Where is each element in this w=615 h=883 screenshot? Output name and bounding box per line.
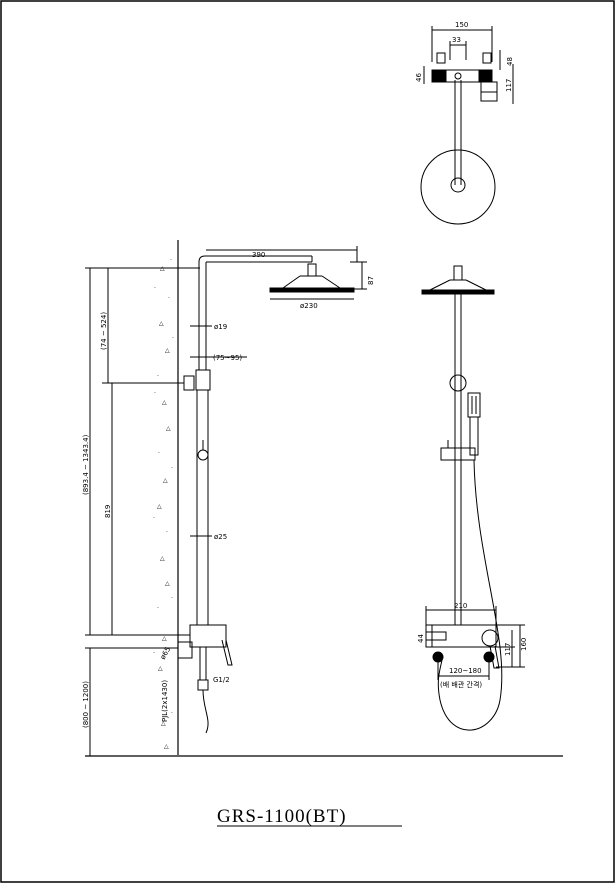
front-view-dim-mixer-44: 44 bbox=[417, 634, 425, 643]
svg-text:·: · bbox=[166, 529, 168, 536]
svg-text:·: · bbox=[157, 373, 159, 380]
svg-text:·: · bbox=[154, 285, 156, 292]
svg-text:△: △ bbox=[164, 743, 169, 750]
svg-text:△: △ bbox=[162, 635, 167, 642]
svg-text:△: △ bbox=[159, 320, 164, 327]
svg-text:△: △ bbox=[165, 347, 170, 354]
svg-text:·: · bbox=[168, 295, 170, 302]
front-view-dim-mixer-160: 160 bbox=[520, 638, 528, 651]
side-view-shower-head bbox=[269, 287, 355, 293]
front-view-dim-spacing: 120~180 bbox=[449, 667, 482, 675]
svg-text:·: · bbox=[153, 515, 155, 522]
wall: △·△ △·△ △·△ △·△ △·△ △·△ △ ··· ··· ··· bbox=[153, 240, 179, 755]
svg-text:·: · bbox=[166, 695, 168, 702]
side-view-dim-bracket: (75~95) bbox=[213, 354, 242, 362]
side-view-dim-upper-range: (74 ~ 524) bbox=[100, 312, 108, 350]
side-view-dim-total-range: (893.4 ~ 1343.4) bbox=[82, 434, 90, 495]
svg-text:·: · bbox=[158, 450, 160, 457]
svg-text:·: · bbox=[171, 710, 173, 717]
svg-text:△: △ bbox=[166, 425, 171, 432]
svg-text:·: · bbox=[172, 335, 174, 342]
svg-text:·: · bbox=[170, 257, 172, 264]
svg-text:·: · bbox=[171, 595, 173, 602]
svg-text:△: △ bbox=[157, 503, 162, 510]
svg-text:·: · bbox=[157, 605, 159, 612]
top-view-dim-inner: 33 bbox=[452, 36, 461, 44]
side-view-dim-main: 819 bbox=[104, 505, 112, 518]
side-view-dim-hose: PJL(2x1430) bbox=[161, 680, 169, 722]
svg-text:△: △ bbox=[163, 477, 168, 484]
top-view-dim-height: 117 bbox=[505, 79, 513, 92]
side-view-dim-pipe-upper: ø19 bbox=[214, 323, 227, 331]
svg-text:·: · bbox=[154, 390, 156, 397]
front-view bbox=[421, 265, 525, 731]
side-view bbox=[85, 246, 367, 756]
front-view-note-spacing: (배 배관 간격) bbox=[440, 680, 482, 689]
side-view-dim-pipe-lower: ø25 bbox=[214, 533, 227, 541]
drawing-title: GRS-1100(BT) bbox=[217, 806, 347, 827]
svg-text:△: △ bbox=[162, 399, 167, 406]
side-view-dim-drop: 87 bbox=[367, 276, 375, 285]
svg-text:△: △ bbox=[158, 665, 163, 672]
side-view-dim-thread: G1/2 bbox=[213, 676, 230, 684]
svg-text:·: · bbox=[171, 465, 173, 472]
side-view-mixer bbox=[189, 624, 227, 648]
top-view bbox=[420, 26, 514, 225]
side-view-dim-floor-range: (800 ~ 1200) bbox=[82, 681, 90, 728]
front-view-mixer bbox=[425, 624, 497, 648]
top-view-dim-width: 150 bbox=[455, 21, 468, 29]
svg-text:△: △ bbox=[161, 720, 166, 727]
side-view-dim-head: ø230 bbox=[300, 302, 318, 310]
front-view-dim-mixer-117: 117 bbox=[504, 643, 512, 656]
top-view-dim-left: 46 bbox=[415, 73, 423, 82]
front-view-dim-mixer-width: 210 bbox=[454, 602, 467, 610]
svg-text:△: △ bbox=[160, 555, 165, 562]
front-view-shower-head bbox=[421, 289, 495, 295]
top-view-shower-head bbox=[420, 149, 496, 225]
front-view-hand-shower bbox=[467, 392, 481, 418]
svg-text:△: △ bbox=[165, 580, 170, 587]
svg-text:·: · bbox=[153, 650, 155, 657]
top-view-dim-right: 48 bbox=[506, 57, 514, 66]
side-view-dim-arm: 390 bbox=[252, 251, 265, 259]
